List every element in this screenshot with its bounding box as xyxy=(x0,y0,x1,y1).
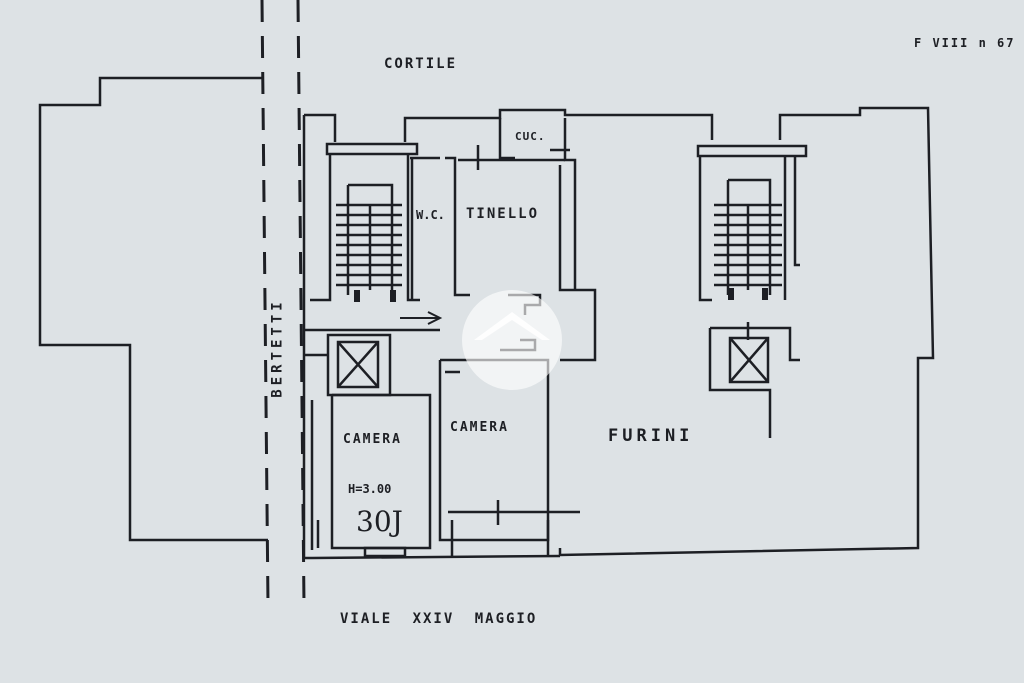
unit-number-label: 30J xyxy=(356,505,403,538)
stair-left-walls xyxy=(310,154,420,302)
kitchen-label: CUC. xyxy=(515,130,546,143)
neighbour-building-left xyxy=(38,76,268,542)
building-outline-bottom xyxy=(311,554,561,560)
stair-right-frame xyxy=(696,144,808,158)
building-outline xyxy=(304,106,935,557)
stair-right-walls xyxy=(698,156,800,302)
bedroom-left-walls xyxy=(330,393,432,550)
entrance-arrow-icon xyxy=(400,311,443,325)
sheet-reference: F VIII n 67 xyxy=(914,36,1016,50)
stair-left-frame xyxy=(325,142,419,156)
watermark-logo xyxy=(462,290,562,390)
outside-area-label: FURINI xyxy=(608,426,694,446)
dining-room-label: TINELLO xyxy=(466,206,540,222)
street-line-left xyxy=(260,0,270,606)
bedroom-right-label: CAMERA xyxy=(450,420,509,435)
stair-left-well xyxy=(346,183,394,295)
building-outline-left xyxy=(302,115,312,560)
wc-label: W.C. xyxy=(416,208,445,222)
courtyard-label: CORTILE xyxy=(384,56,458,72)
kitchen-walls xyxy=(498,118,577,290)
ceiling-height-label: H=3.00 xyxy=(348,482,392,496)
street-side-label: BERTETTI xyxy=(269,298,286,398)
window-bottom xyxy=(363,546,407,558)
bedroom-left-label: CAMERA xyxy=(343,432,402,447)
watermark-logo-icon xyxy=(474,312,550,340)
dining-walls xyxy=(458,158,597,362)
wc-walls xyxy=(410,156,470,300)
entrance-corridor xyxy=(305,328,440,357)
street-bottom-label: VIALE XXIV MAGGIO xyxy=(340,611,538,627)
lift-left xyxy=(336,340,380,389)
